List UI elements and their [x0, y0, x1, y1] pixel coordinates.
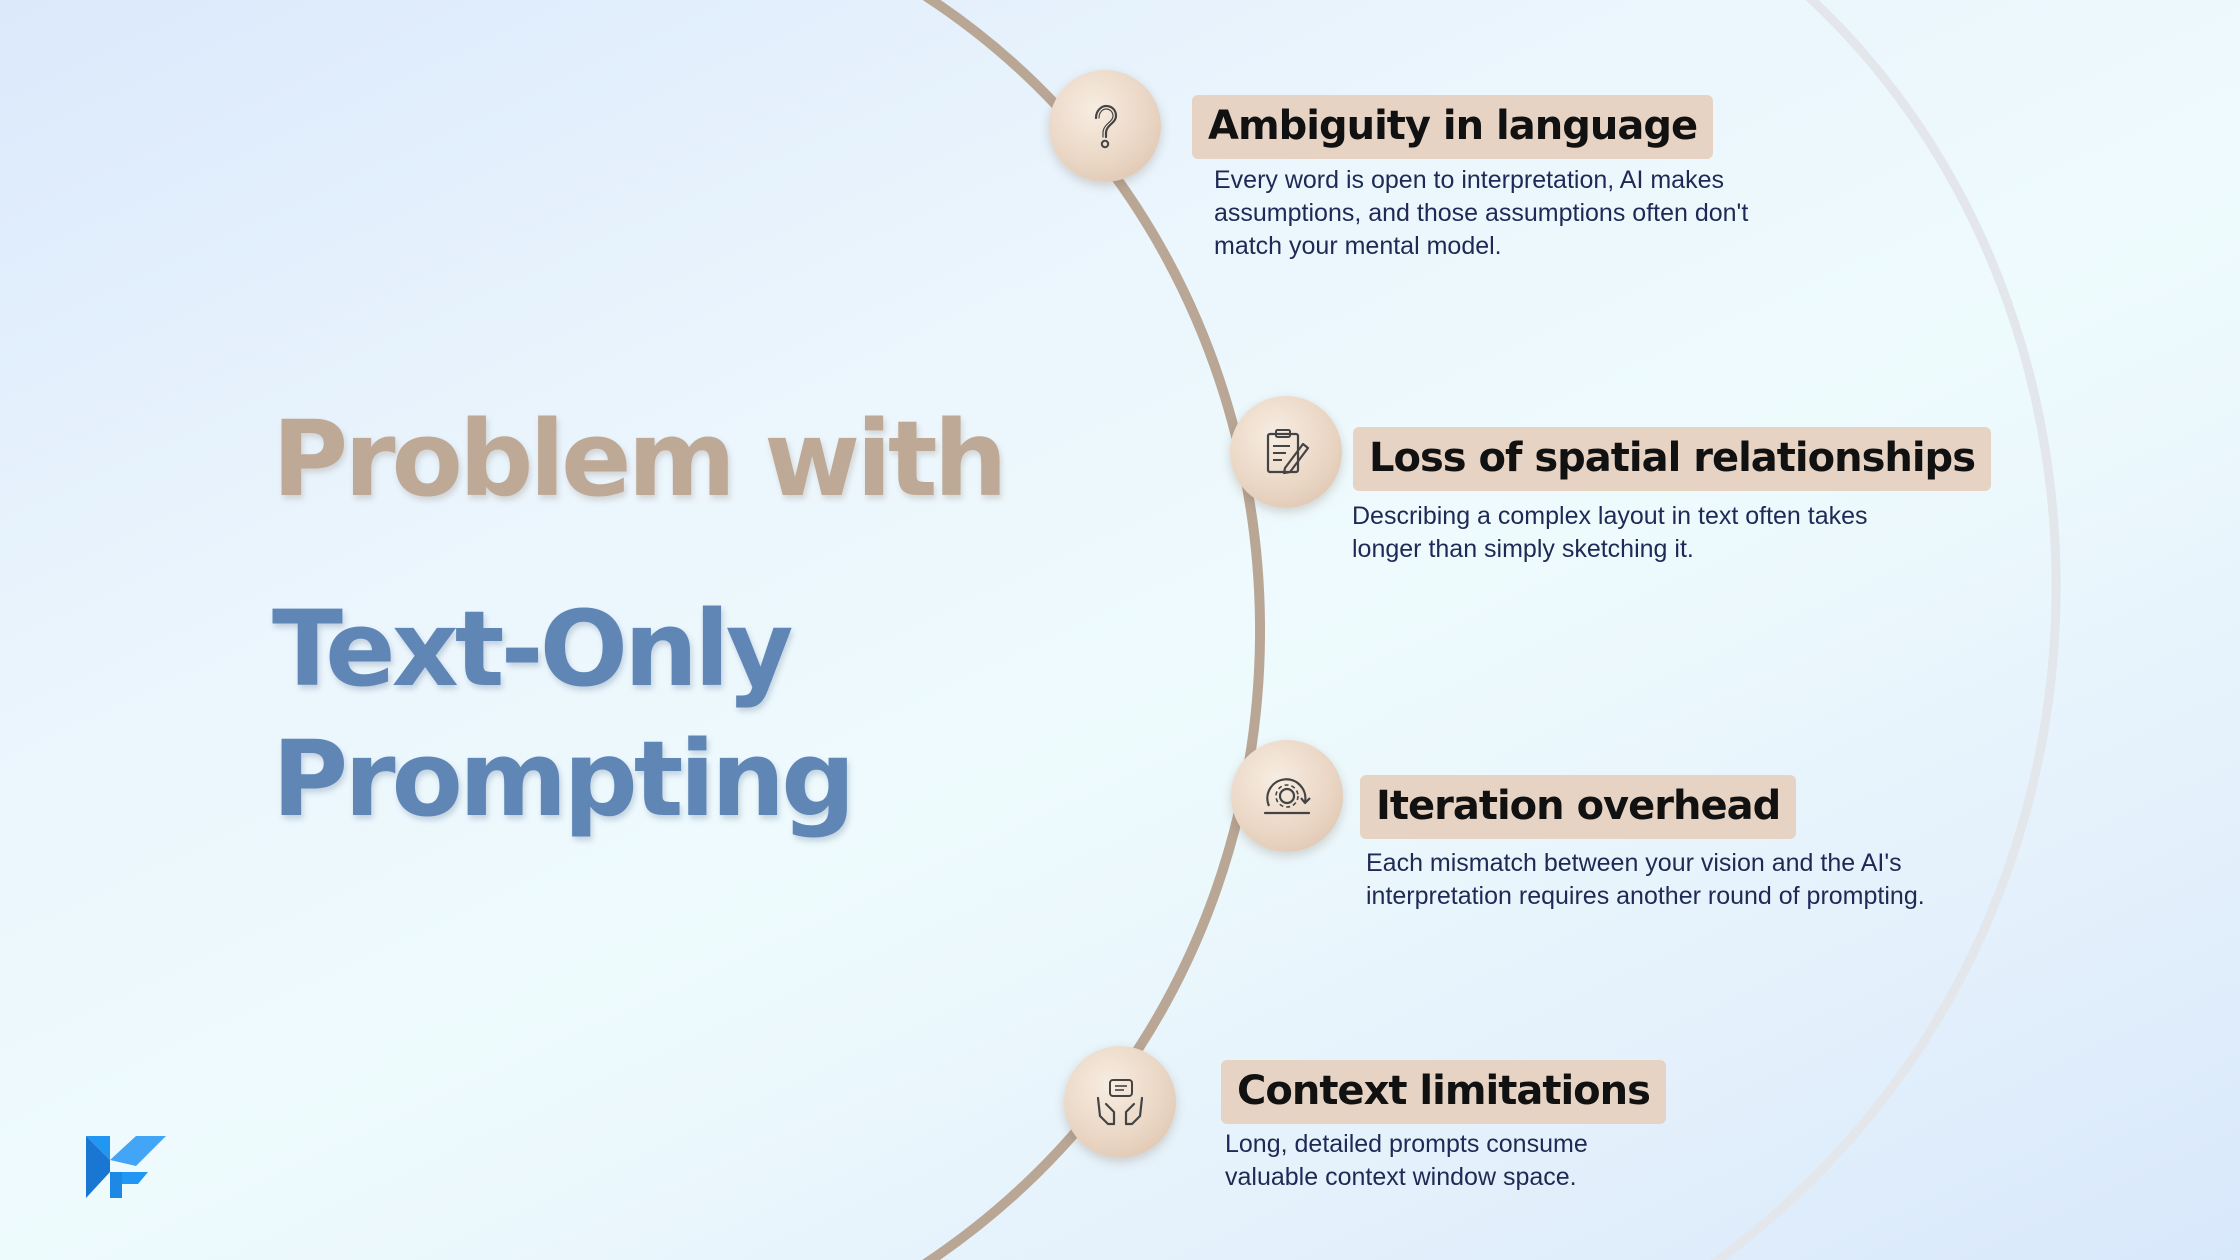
item-1-title: Ambiguity in language: [1192, 95, 1714, 159]
item-4-title: Context limitations: [1221, 1060, 1666, 1124]
iteration-gear-icon: [1263, 778, 1311, 815]
item-2-description: Describing a complex layout in text ofte…: [1352, 502, 1868, 563]
item-3-title: Iteration overhead: [1360, 775, 1797, 839]
item-2-node: [1230, 396, 1342, 508]
heading-line-3: Prompting: [272, 718, 856, 840]
item-3-description: Each mismatch between your vision and th…: [1366, 849, 1925, 910]
question-icon: [1094, 104, 1118, 149]
item-3-node: [1231, 740, 1343, 852]
item-2-title: Loss of spatial relationships: [1353, 427, 1991, 491]
heading-line-2: Text-Only: [272, 588, 794, 710]
brand-logo-icon: [86, 1136, 166, 1198]
heading-line-1: Problem with: [272, 398, 1008, 520]
outer-arc: [1710, 0, 2061, 1260]
item-4-node: [1064, 1046, 1176, 1158]
hands-message-icon: [1096, 1079, 1144, 1126]
notes-pen-icon: [1266, 429, 1310, 475]
item-4-description: Long, detailed prompts consume valuable …: [1225, 1130, 1588, 1191]
item-1-description: Every word is open to interpretation, AI…: [1214, 166, 1749, 260]
item-1-node: [1049, 70, 1161, 182]
